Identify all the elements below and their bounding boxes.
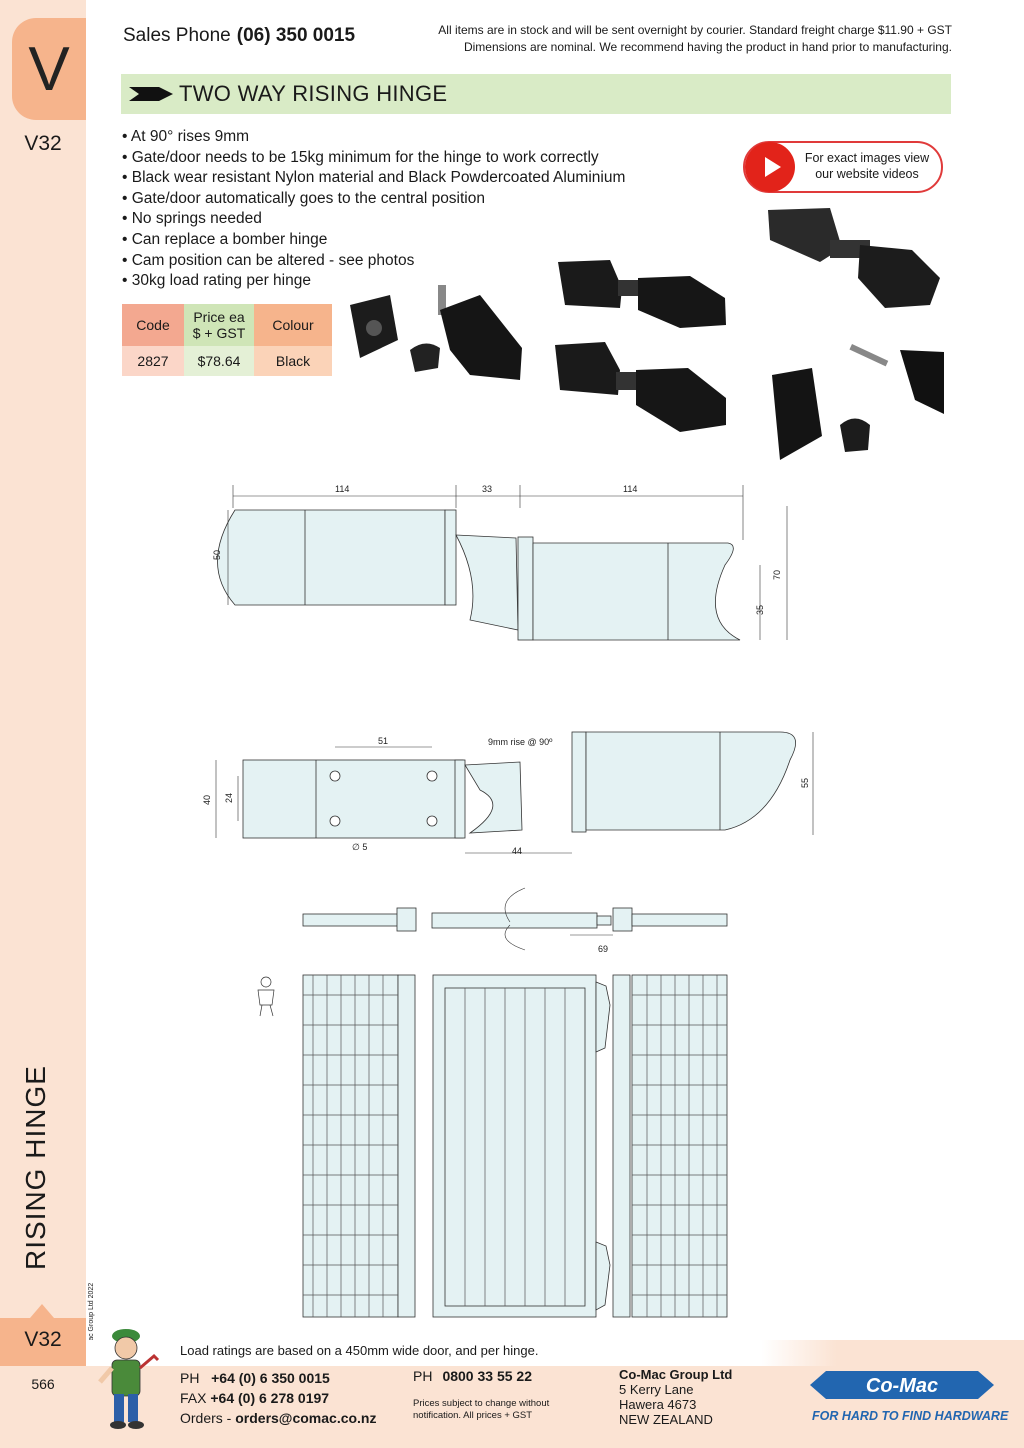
contact-phone: PH +64 (0) 6 350 0015 <box>180 1368 377 1388</box>
play-icon <box>745 142 795 192</box>
photo-hinge-1 <box>558 260 726 328</box>
top-view <box>217 509 741 641</box>
disclaimer-line2: notification. All prices + GST <box>413 1410 533 1421</box>
dimension-lines <box>215 485 814 951</box>
orders-email-link[interactable]: orders@comac.co.nz <box>235 1410 377 1426</box>
sidebar-code-top: V32 <box>24 132 62 155</box>
dim-rod-offset: 69 <box>598 944 608 954</box>
contact-block: PH +64 (0) 6 350 0015 FAX +64 (0) 6 278 … <box>180 1368 377 1428</box>
feature-item: Cam position can be altered - see photos <box>122 251 625 272</box>
table-row: 2827 $78.64 Black <box>122 346 332 376</box>
address-line3: NEW ZEALAND <box>619 1412 713 1427</box>
header-price-line1: Price ea <box>193 309 245 325</box>
disclaimer-line1: Prices subject to change without <box>413 1398 550 1409</box>
dim-inner: 24 <box>224 793 234 803</box>
feature-item: No springs needed <box>122 209 625 230</box>
section-letter: V <box>28 34 70 104</box>
rod-view <box>302 907 728 932</box>
video-line2: our website videos <box>815 167 919 181</box>
title-bar: TWO WAY RISING HINGE <box>121 74 951 114</box>
contact-fax: FAX +64 (0) 6 278 0197 <box>180 1388 377 1408</box>
mascot-icon <box>98 1329 160 1429</box>
dim-top-gap: 33 <box>482 484 492 494</box>
bottom-tab <box>0 1318 86 1366</box>
dim-top-height-left: 50 <box>212 550 222 560</box>
photo-hinge-3 <box>768 208 940 308</box>
sidebar-code-bottom: V32 <box>24 1328 62 1351</box>
dim-cam: 44 <box>512 846 522 856</box>
dim-top-right: 114 <box>623 484 637 494</box>
gate-elevation <box>302 974 728 1318</box>
contact-orders: Orders - orders@comac.co.nz <box>180 1408 377 1428</box>
bottom-tab-notch <box>30 1304 54 1318</box>
website-videos-button[interactable]: For exact images view our website videos <box>743 141 943 193</box>
gate-bars <box>303 975 727 1317</box>
feature-item: Black wear resistant Nylon material and … <box>122 168 626 189</box>
sales-label: Sales Phone <box>123 25 231 46</box>
price-disclaimer: Prices subject to change without notific… <box>413 1398 549 1422</box>
fax-value: +64 (0) 6 278 0197 <box>210 1390 330 1406</box>
sales-phone: Sales Phone(06) 350 0015 <box>123 25 355 47</box>
fax-label: FAX <box>180 1390 207 1406</box>
person-icon <box>257 976 275 1017</box>
feature-item: Gate/door automatically goes to the cent… <box>122 189 625 210</box>
ph2-label: PH <box>413 1368 433 1384</box>
orders-label: Orders - <box>180 1410 232 1426</box>
ph-label: PH <box>180 1370 200 1386</box>
tagline: FOR HARD TO FIND HARDWARE <box>812 1409 1009 1423</box>
dim-top-left: 114 <box>335 484 349 494</box>
video-button-label: For exact images view our website videos <box>797 150 937 182</box>
photo-hinge-4 <box>772 344 944 460</box>
load-note: Load ratings are based on a 450mm wide d… <box>180 1343 539 1358</box>
logo-text: Co-Mac <box>866 1375 938 1397</box>
footer-fade <box>86 1340 1024 1366</box>
sidebar <box>0 0 86 1448</box>
sales-number: (06) 350 0015 <box>236 25 356 46</box>
dim-top-height-right: 35 <box>755 605 765 615</box>
ph-value: +64 (0) 6 350 0015 <box>211 1370 330 1386</box>
price-table: Code Price ea$ + GST Colour 2827 $78.64 … <box>122 304 332 376</box>
cell-colour: Black <box>254 346 332 376</box>
dim-hole-diameter: ∅ 5 <box>352 842 367 852</box>
product-title: TWO WAY RISING HINGE <box>179 81 448 106</box>
company-address: Co-Mac Group Ltd 5 Kerry Lane Hawera 467… <box>619 1367 732 1427</box>
stock-note-line1: All items are in stock and will be sent … <box>438 23 952 37</box>
video-line1: For exact images view <box>804 151 930 165</box>
feature-item: 30kg load rating per hinge <box>122 271 625 292</box>
feature-item: Can replace a bomber hinge <box>122 230 625 251</box>
header-colour: Colour <box>254 304 332 346</box>
technical-drawing: 114 33 114 50 70 35 51 9mm rise @ 90º 40… <box>202 484 814 1318</box>
dim-outer: 40 <box>202 795 212 805</box>
dim-holes: 51 <box>378 736 388 746</box>
arrow-icon <box>129 87 173 101</box>
photo-hinge-2 <box>555 342 726 432</box>
header-code: Code <box>122 304 184 346</box>
side-view <box>242 731 797 839</box>
header-price: Price ea$ + GST <box>184 304 254 346</box>
section-tab: V <box>12 18 86 120</box>
rise-note: 9mm rise @ 90º <box>488 737 553 747</box>
company-name: Co-Mac Group Ltd <box>619 1367 733 1382</box>
dim-right-height: 55 <box>800 778 810 788</box>
address-line2: Hawera 4673 <box>619 1397 697 1412</box>
ph2-value: 0800 33 55 22 <box>442 1368 532 1384</box>
feature-item: At 90° rises 9mm <box>122 127 625 148</box>
dim-top-height-total: 70 <box>772 570 782 580</box>
dimension-labels: 114 33 114 50 70 35 51 9mm rise @ 90º 40… <box>202 484 810 954</box>
address-line1: 5 Kerry Lane <box>619 1382 694 1397</box>
cell-price: $78.64 <box>184 346 254 376</box>
header-price-line2: $ + GST <box>192 325 246 341</box>
stock-note: All items are in stock and will be sent … <box>438 22 952 56</box>
comac-logo: Co-Mac <box>810 1371 994 1399</box>
feature-item: Gate/door needs to be 15kg minimum for t… <box>122 148 625 169</box>
feature-list: At 90° rises 9mm Gate/door needs to be 1… <box>122 127 625 292</box>
sidebar-vertical-label: RISING HINGE <box>20 1065 51 1270</box>
page-number: 566 <box>31 1376 55 1392</box>
stock-note-line2: Dimensions are nominal. We recommend hav… <box>463 40 952 54</box>
freephone: PH 0800 33 55 22 <box>413 1368 532 1384</box>
photo-parts <box>350 285 522 380</box>
product-photos <box>350 208 944 460</box>
cell-code: 2827 <box>122 346 184 376</box>
